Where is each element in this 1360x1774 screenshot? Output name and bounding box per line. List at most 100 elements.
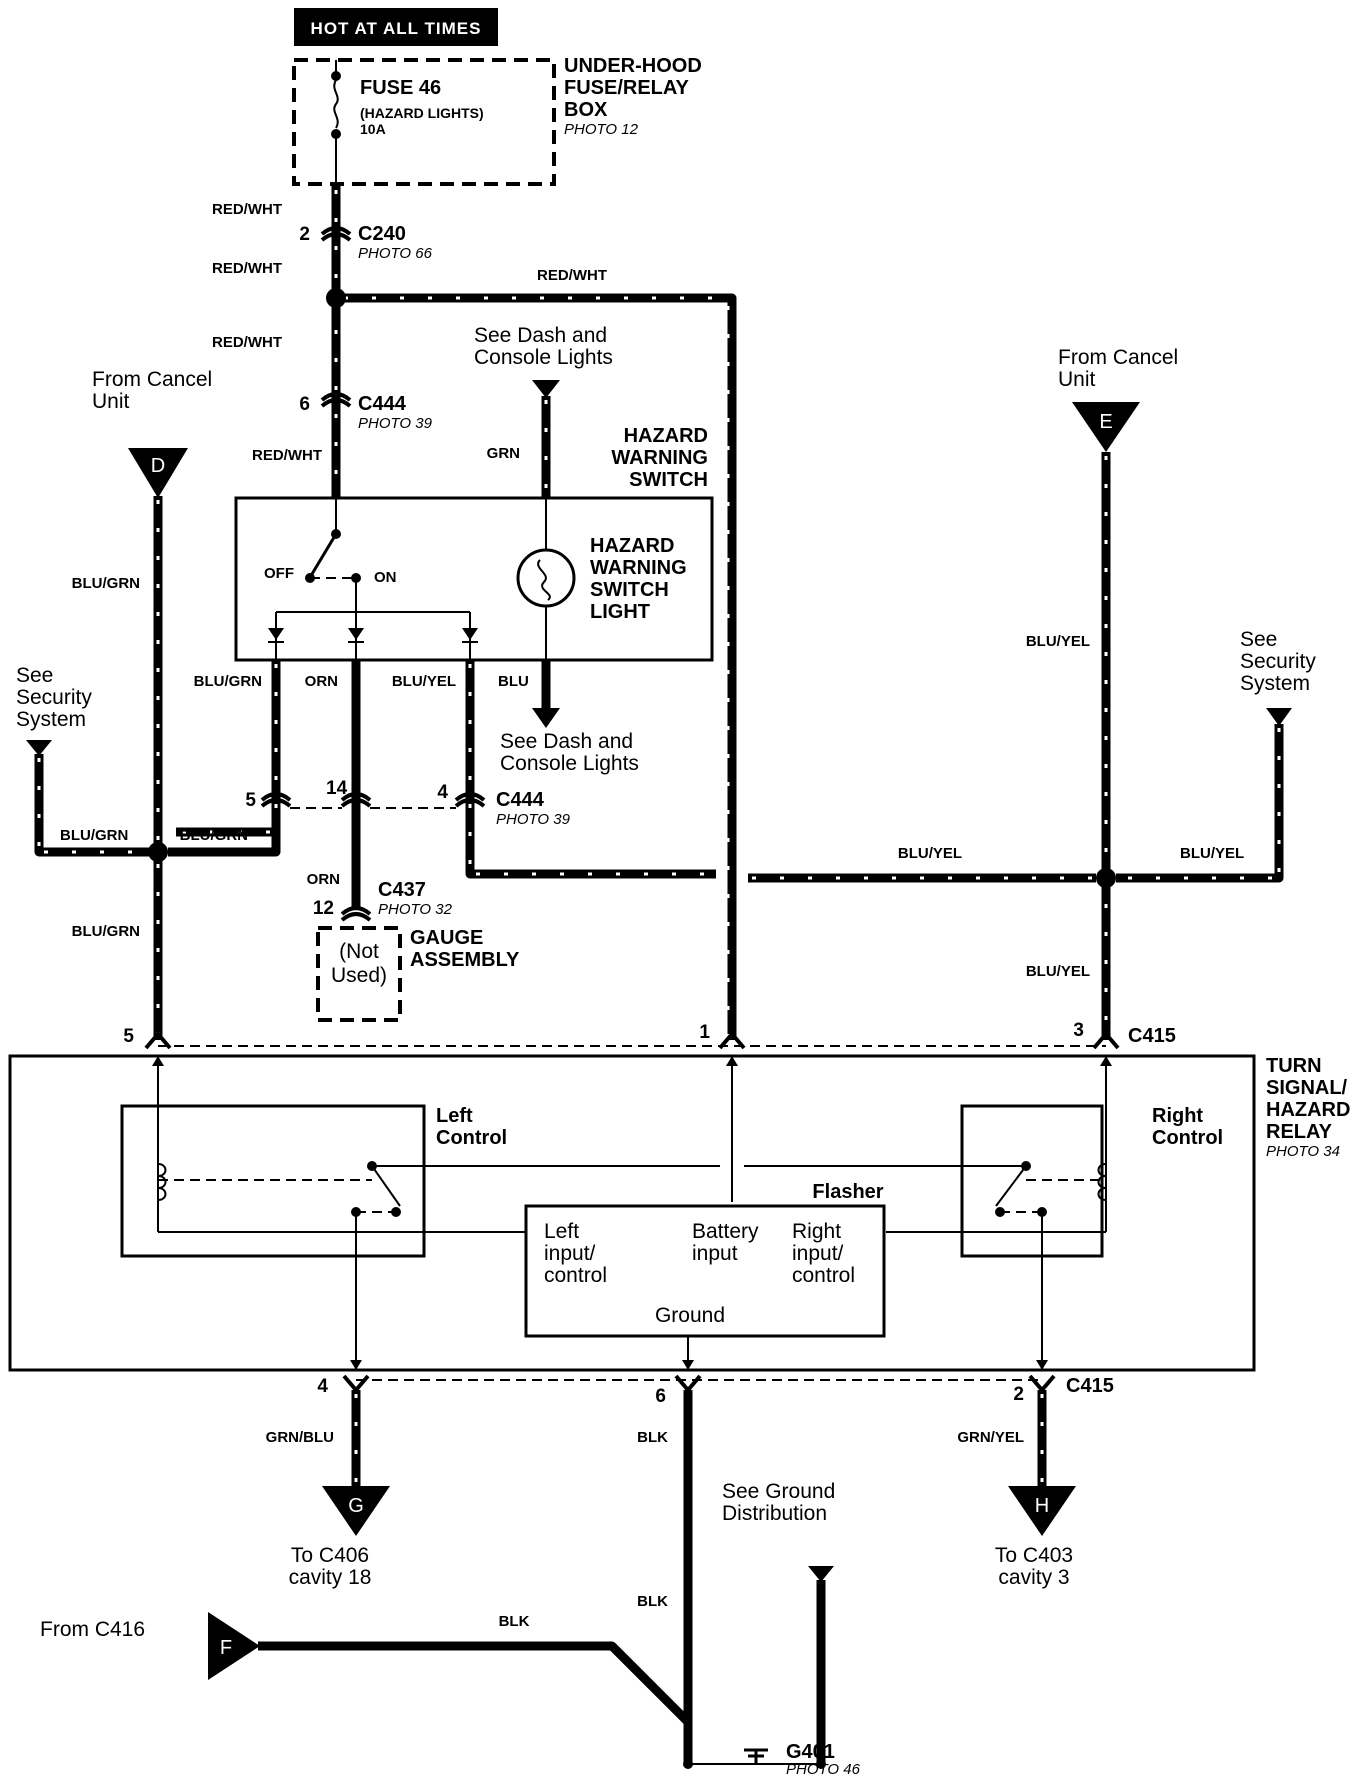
svg-text:From Cancel: From Cancel (92, 368, 212, 391)
svg-text:BOX: BOX (564, 99, 608, 121)
svg-text:SIGNAL/: SIGNAL/ (1266, 1077, 1348, 1099)
svg-text:input/: input/ (792, 1242, 844, 1265)
left-control-box (120, 1104, 426, 1258)
terminal-d: D (128, 448, 188, 498)
svg-text:Security: Security (1240, 650, 1316, 673)
svg-text:BLU/YEL: BLU/YEL (1180, 845, 1244, 862)
svg-text:(Not: (Not (339, 940, 379, 963)
svg-text:From Cancel: From Cancel (1058, 346, 1178, 369)
svg-text:Unit: Unit (92, 390, 130, 413)
svg-text:UNDER-HOOD: UNDER-HOOD (564, 55, 702, 77)
svg-text:Used): Used) (331, 964, 387, 987)
svg-text:ASSEMBLY: ASSEMBLY (410, 949, 520, 971)
c437-connector (340, 906, 372, 922)
security-left-wire (26, 740, 158, 857)
svg-text:PHOTO 12: PHOTO 12 (564, 121, 639, 138)
svg-text:GRN/BLU: GRN/BLU (266, 1429, 334, 1446)
svg-text:F: F (220, 1637, 232, 1659)
svg-text:LIGHT: LIGHT (590, 601, 650, 623)
red-wht-wire (331, 184, 737, 1040)
left-control-coil-and-contacts (157, 1161, 720, 1370)
svg-text:C437: C437 (378, 879, 426, 901)
svg-text:GRN/YEL: GRN/YEL (957, 1429, 1024, 1446)
svg-text:BLU/YEL: BLU/YEL (392, 673, 456, 690)
svg-text:PHOTO 34: PHOTO 34 (1266, 1143, 1340, 1160)
splice-point (326, 288, 346, 308)
c240-connector (320, 226, 352, 242)
svg-text:From C416: From C416 (40, 1618, 145, 1641)
blu-grn-jumper (168, 832, 281, 857)
svg-text:C444: C444 (358, 393, 407, 415)
svg-text:RED/WHT: RED/WHT (212, 334, 282, 351)
grn-wire (532, 380, 560, 498)
switch-blu-yel-wire (465, 660, 716, 879)
c444-top-connector (320, 392, 352, 408)
svg-text:See: See (1240, 628, 1277, 651)
svg-text:Right: Right (792, 1220, 841, 1243)
svg-text:GAUGE: GAUGE (410, 927, 483, 949)
svg-text:SWITCH: SWITCH (590, 579, 669, 601)
svg-text:To C406: To C406 (291, 1544, 369, 1567)
svg-text:1: 1 (699, 1022, 710, 1043)
svg-text:Battery: Battery (692, 1220, 759, 1243)
svg-text:cavity 3: cavity 3 (998, 1566, 1069, 1589)
c444-mid-connector (260, 792, 486, 809)
svg-text:Security: Security (16, 686, 92, 709)
svg-text:14: 14 (326, 778, 348, 799)
svg-text:4: 4 (437, 782, 448, 803)
svg-text:input/: input/ (544, 1242, 596, 1265)
svg-text:PHOTO 39: PHOTO 39 (496, 811, 571, 828)
svg-text:SWITCH: SWITCH (629, 469, 708, 491)
blk-wire-from-c416 (258, 1641, 692, 1726)
ground-g401 (683, 1566, 834, 1769)
svg-text:Control: Control (1152, 1127, 1223, 1149)
blu-wire (532, 660, 560, 728)
svg-text:BLU/GRN: BLU/GRN (72, 575, 140, 592)
c415-top-connector (144, 1030, 1120, 1050)
flasher-ground-lead (350, 1336, 1048, 1370)
svg-text:4: 4 (317, 1376, 328, 1397)
svg-text:TURN: TURN (1266, 1055, 1322, 1077)
c415-bottom-connector (342, 1374, 1056, 1394)
svg-text:5: 5 (123, 1026, 134, 1047)
under-hood-fuse-relay-box: FUSE 46 (HAZARD LIGHTS) 10A (292, 58, 556, 186)
hazard-switch-light-bulb (516, 498, 576, 660)
svg-text:To C403: To C403 (995, 1544, 1073, 1567)
svg-text:PHOTO 32: PHOTO 32 (378, 901, 453, 918)
svg-text:BLK: BLK (499, 1613, 530, 1630)
svg-text:C415: C415 (1066, 1375, 1114, 1397)
svg-text:Distribution: Distribution (722, 1502, 827, 1525)
svg-text:Console Lights: Console Lights (474, 346, 613, 369)
svg-text:Ground: Ground (655, 1304, 725, 1327)
svg-text:BLU/YEL: BLU/YEL (898, 845, 962, 862)
svg-text:RED/WHT: RED/WHT (212, 260, 282, 277)
svg-text:RED/WHT: RED/WHT (212, 201, 282, 218)
svg-text:control: control (792, 1264, 855, 1287)
svg-text:WARNING: WARNING (590, 557, 687, 579)
svg-text:PHOTO 46: PHOTO 46 (786, 1761, 861, 1774)
svg-text:G: G (348, 1495, 364, 1517)
svg-text:6: 6 (299, 394, 310, 415)
svg-text:HAZARD: HAZARD (590, 535, 674, 557)
svg-text:input: input (692, 1242, 738, 1265)
svg-text:See: See (16, 664, 53, 687)
hot-at-all-times-label: HOT AT ALL TIMES (294, 8, 498, 46)
svg-text:Flasher: Flasher (812, 1181, 883, 1203)
svg-text:See Ground: See Ground (722, 1480, 835, 1503)
security-right-wire (1116, 708, 1292, 883)
svg-text:5: 5 (245, 790, 256, 811)
svg-text:OFF: OFF (264, 565, 294, 582)
terminal-g: G (322, 1486, 390, 1536)
right-control-coil-and-contacts (744, 1161, 1107, 1370)
svg-text:Right: Right (1152, 1105, 1203, 1127)
svg-text:BLU/GRN: BLU/GRN (194, 673, 262, 690)
turn-signal-hazard-relay-box (8, 1054, 1256, 1372)
svg-text:cavity 18: cavity 18 (289, 1566, 372, 1589)
svg-text:BLU: BLU (498, 673, 529, 690)
terminal-e: E (1072, 402, 1140, 452)
hazard-switch-contacts (268, 498, 478, 660)
svg-text:Left: Left (544, 1220, 579, 1243)
svg-text:2: 2 (299, 224, 310, 245)
svg-text:control: control (544, 1264, 607, 1287)
